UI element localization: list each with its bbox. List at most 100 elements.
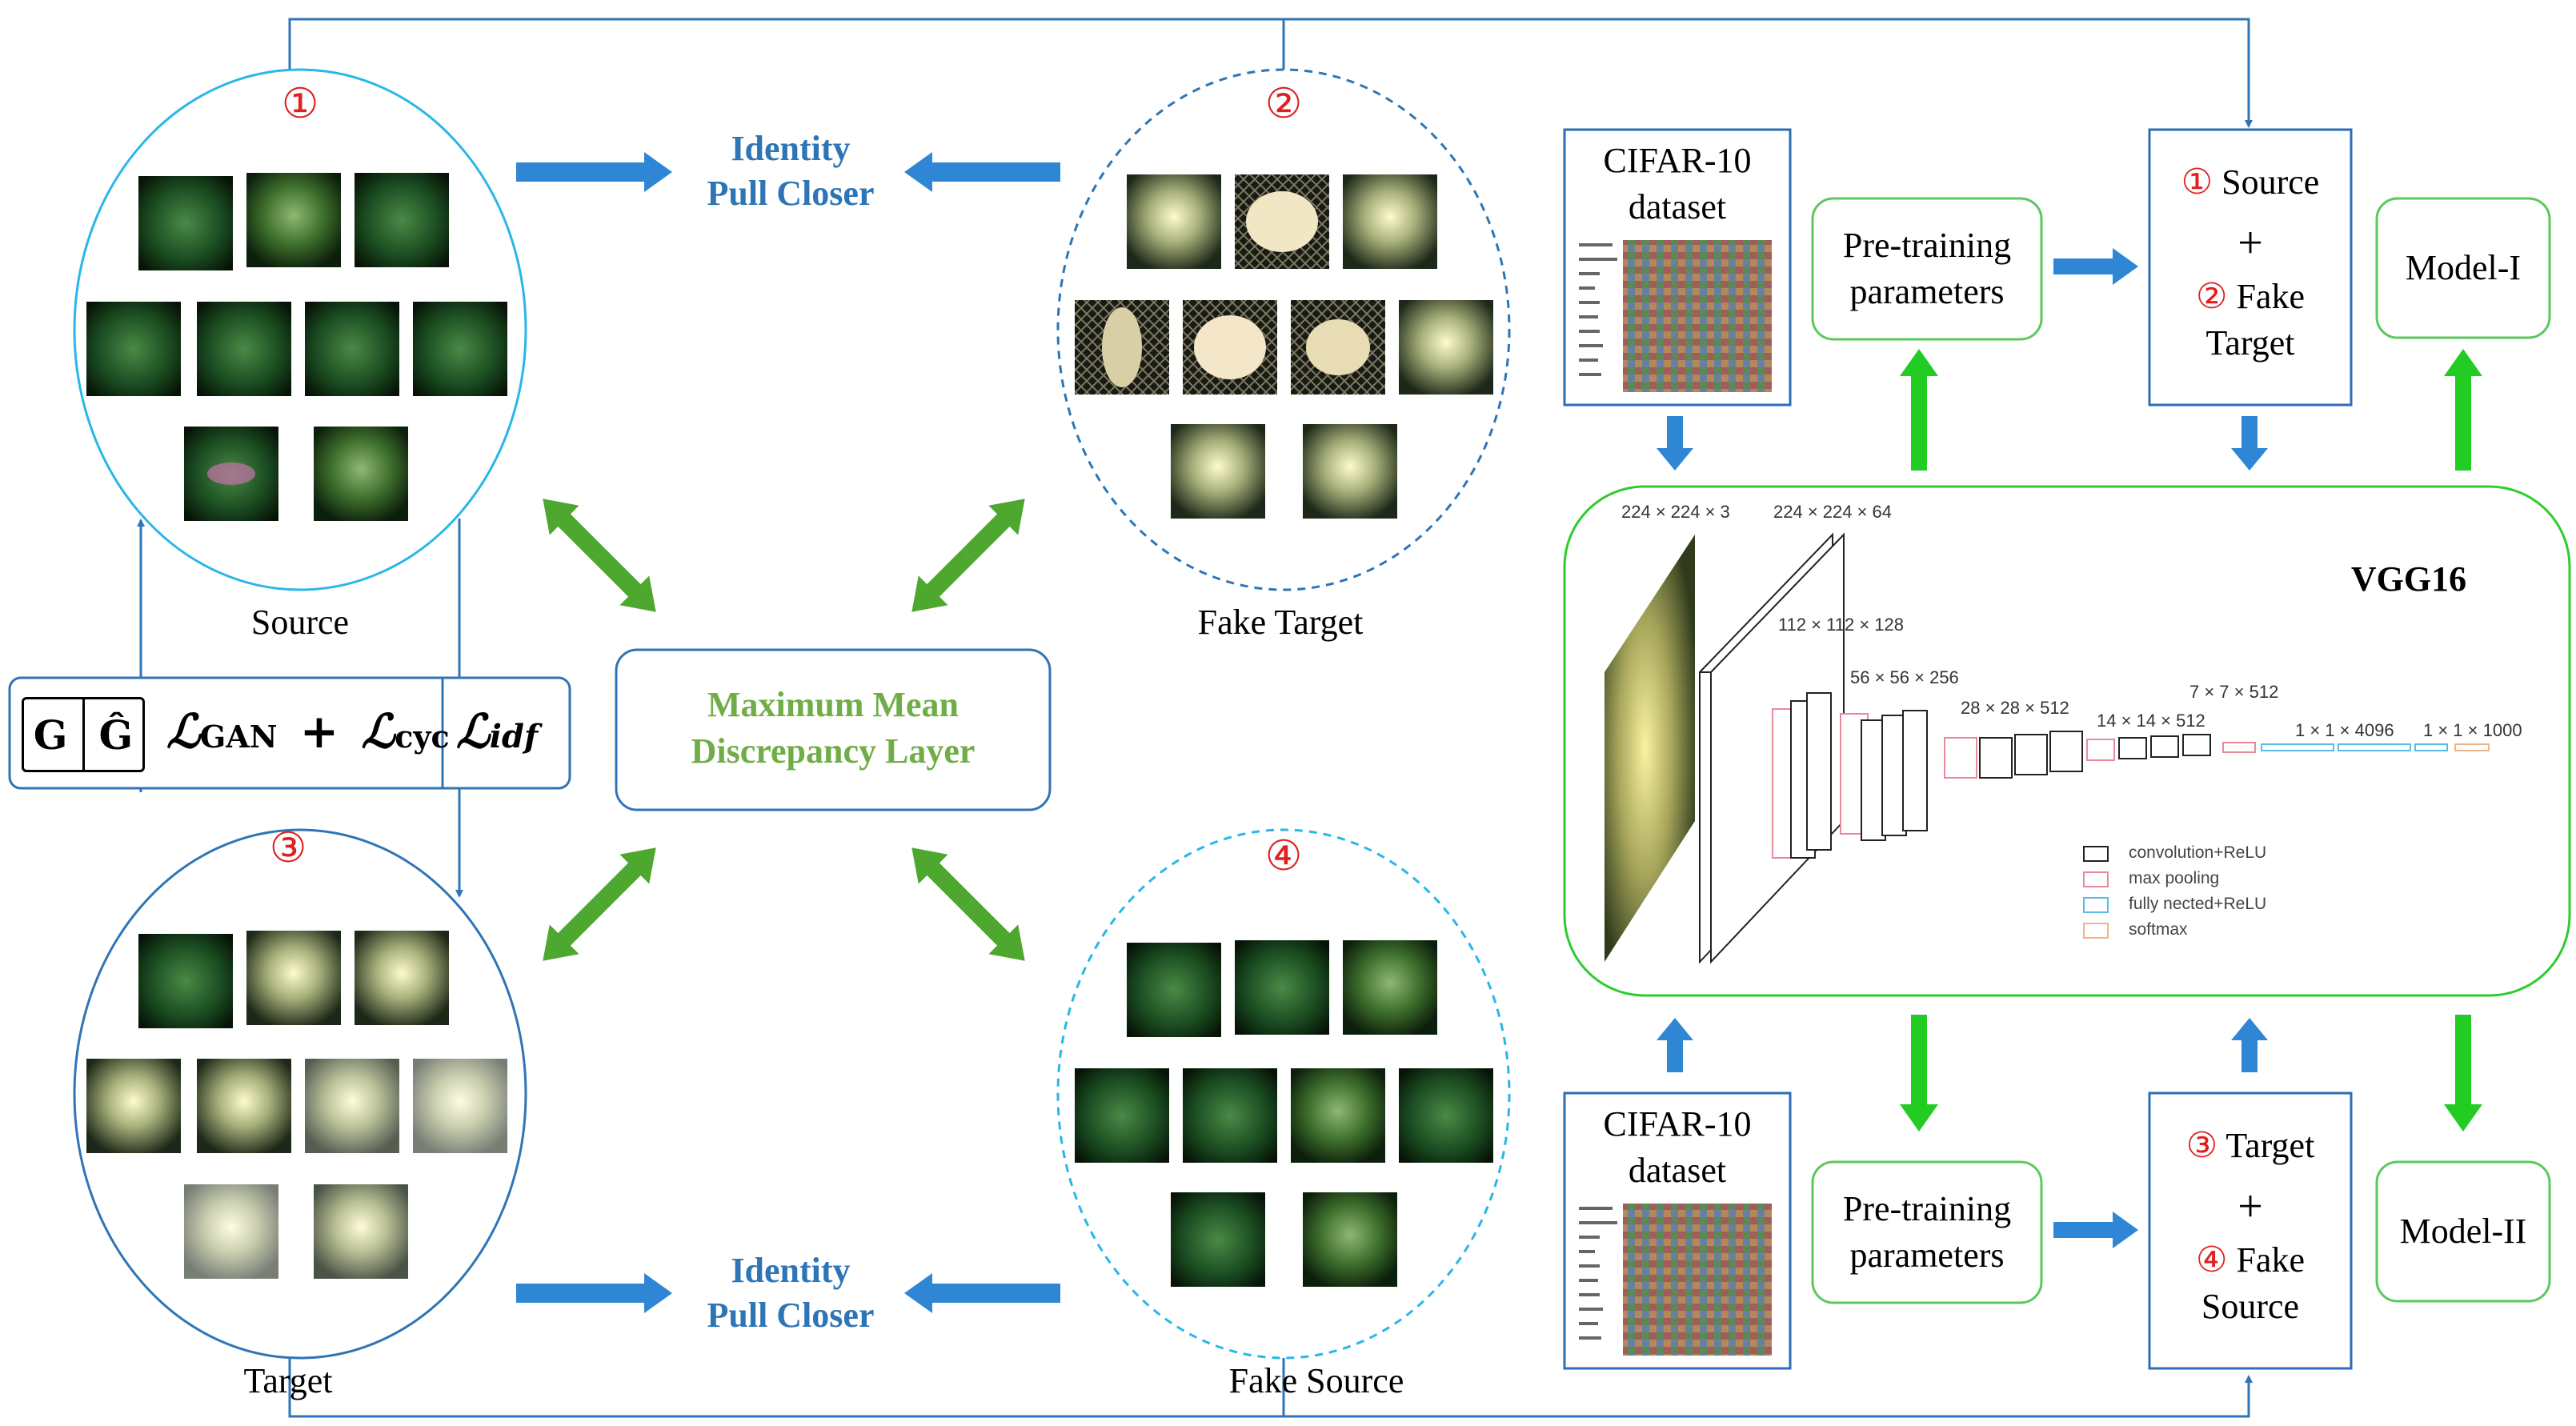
combo-number: ③	[2185, 1126, 2218, 1165]
fake-target-caption: Fake Target	[1197, 603, 1364, 642]
combo-text: Source	[2201, 1287, 2300, 1326]
vgg-title: VGG16	[2350, 559, 2467, 599]
vgg-dim-label: 224 × 224 × 3	[1621, 502, 1730, 522]
fake-source-thumb	[1183, 1068, 1277, 1163]
fake-source-thumb	[1171, 1192, 1265, 1287]
fake-source-thumb	[1235, 940, 1329, 1035]
combo-text: Source	[2221, 162, 2320, 202]
vgg-conv3	[1861, 710, 1928, 841]
cifar-class-list-top	[1579, 243, 1617, 376]
mmd-label: Maximum Mean Discrepancy Layer	[616, 682, 1050, 775]
loss-plus: +	[299, 704, 339, 759]
combo-plus: +	[2237, 1182, 2263, 1232]
pretrain-label-bottom: Pre-training parameters	[1813, 1186, 2041, 1279]
fake-source-thumb	[1075, 1068, 1169, 1163]
cifar-label-bottom: CIFAR-10 dataset	[1564, 1101, 1790, 1194]
loss-cyc-symbol: ℒ	[361, 704, 395, 759]
mmd-line1: Maximum Mean	[707, 685, 959, 724]
loss-gan-symbol: ℒ	[166, 704, 200, 759]
loss-idf-symbol: ℒ	[456, 704, 490, 759]
identity-arrow-right-bottom	[516, 1273, 672, 1313]
generator-divider	[82, 699, 85, 770]
loss-formula: ℒGAN + ℒcyc	[166, 704, 450, 760]
loss-cyc-subscript: cyc	[395, 719, 450, 755]
generator-g-hat: Ĝ	[98, 711, 134, 759]
vgg-input-image	[1604, 535, 1695, 962]
identity-label-bottom: Identity Pull Closer	[671, 1248, 911, 1338]
combo-text: Target	[2225, 1126, 2315, 1165]
identity-arrow-right-top	[516, 152, 672, 192]
pretrain-box-bottom	[1811, 1160, 2043, 1304]
combo-box-top	[2148, 128, 2353, 407]
generator-g: G	[33, 711, 68, 759]
target-thumb	[246, 931, 341, 1025]
identity-line2: Pull Closer	[707, 1296, 875, 1335]
identity-line1: Identity	[731, 1251, 851, 1290]
vgg-dim-label: 1 × 1 × 1000	[2423, 720, 2522, 740]
fake-target-thumb	[1303, 424, 1397, 519]
vgg-dim-label: 112 × 112 × 128	[1778, 615, 1904, 635]
target-thumb	[413, 1059, 507, 1153]
combo-plus: +	[2237, 218, 2263, 268]
source-thumb	[197, 302, 291, 396]
arrow-combo-to-vgg-top	[2231, 416, 2268, 471]
cifar-grid-bottom	[1623, 1204, 1772, 1356]
combo-number: ④	[2196, 1240, 2228, 1280]
fake-source-thumb	[1291, 1068, 1385, 1163]
combo-label-top: ① Source + ② Fake Target	[2149, 152, 2351, 367]
source-thumb	[138, 176, 233, 270]
cifar-class-list-bottom	[1579, 1207, 1617, 1340]
legend-item: max pooling	[2129, 869, 2220, 887]
source-thumb	[86, 302, 181, 396]
cifar-line2: dataset	[1628, 187, 1727, 226]
target-thumb	[197, 1059, 291, 1153]
arrow-vgg-to-model1	[2444, 349, 2482, 471]
target-thumb	[305, 1059, 399, 1153]
source-thumb	[413, 302, 507, 396]
pretrain-box-top	[1811, 197, 2043, 341]
mmd-arrows	[543, 499, 1025, 961]
vgg-dim-label: 7 × 7 × 512	[2189, 682, 2279, 702]
vgg-conv5	[2118, 734, 2211, 759]
arrow-vgg-to-pretrain-top	[1900, 349, 1938, 471]
cifar-grid-top	[1623, 240, 1772, 392]
loss-idf-subscript: idf	[489, 718, 539, 755]
vgg-dim-label: 28 × 28 × 512	[1961, 698, 2069, 718]
target-thumb	[138, 934, 233, 1028]
identity-arrows	[516, 152, 1060, 1313]
identity-arrow-left-top	[904, 152, 1060, 192]
combo-label-bottom: ③ Target + ④ Fake Source	[2149, 1116, 2351, 1330]
source-thumb	[305, 302, 399, 396]
fake-target-number: ②	[1264, 82, 1303, 127]
mmd-box	[615, 648, 1052, 811]
source-thumb	[246, 173, 341, 267]
combo-text: Fake	[2236, 277, 2305, 316]
source-thumb	[355, 173, 449, 267]
vgg-dim-label: 1 × 1 × 4096	[2295, 720, 2394, 740]
pretrain-line2: parameters	[1849, 272, 2005, 311]
cifar-line2: dataset	[1628, 1151, 1727, 1190]
loss-box	[8, 676, 571, 790]
right-blue-arrows	[1657, 248, 2268, 1248]
fake-source-thumb	[1303, 1192, 1397, 1287]
legend-item: convolution+ReLU	[2129, 843, 2267, 862]
pretrain-label-top: Pre-training parameters	[1813, 222, 2041, 315]
fake-source-thumb	[1399, 1068, 1493, 1163]
arrow-cifar-to-vgg-bottom	[1657, 1018, 1693, 1072]
model1-box	[2375, 197, 2551, 339]
source-thumbnails	[86, 173, 507, 521]
loss-idf: ℒidf	[456, 704, 538, 760]
fake-source-thumbnails	[1075, 940, 1493, 1287]
vgg-dim-label: 14 × 14 × 512	[2097, 711, 2205, 731]
fake-target-thumb	[1171, 424, 1265, 519]
target-thumb	[86, 1059, 181, 1153]
pretrain-line1: Pre-training	[1842, 1189, 2012, 1228]
vgg-network	[1604, 532, 2490, 964]
identity-label-top: Identity Pull Closer	[671, 126, 911, 216]
mmd-line2: Discrepancy Layer	[691, 731, 976, 771]
source-caption: Source	[250, 603, 350, 642]
fake-source-caption: Fake Source	[1228, 1361, 1404, 1400]
fake-source-thumb	[1127, 943, 1221, 1037]
cifar-label-top: CIFAR-10 dataset	[1564, 138, 1790, 230]
